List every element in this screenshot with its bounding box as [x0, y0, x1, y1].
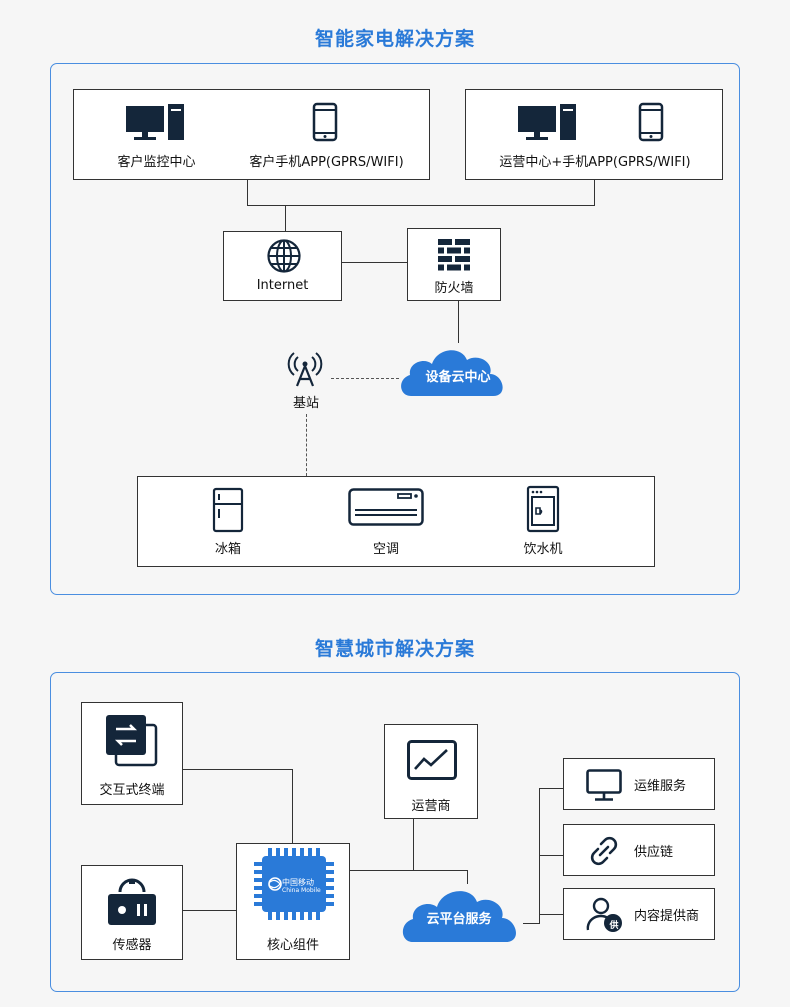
terminal-label: 交互式终端: [99, 783, 165, 798]
connector-line: [539, 914, 563, 915]
connector-line: [247, 180, 248, 205]
chip-icon: [254, 848, 334, 920]
mobile-phone-icon: [312, 102, 338, 142]
air-conditioner-icon: [348, 488, 424, 526]
chip-brand-cn: 中国移动: [282, 878, 314, 887]
chain-link-icon: [590, 836, 618, 866]
ac-label: 空调: [372, 542, 399, 557]
connector-line: [539, 855, 563, 856]
customer-group-box: 客户监控中心 客户手机APP(GPRS/WIFI): [73, 89, 430, 180]
internet-box: Internet: [223, 231, 342, 301]
operator-box: 运营商: [384, 724, 478, 819]
connector-line: [183, 910, 236, 911]
connector-line: [285, 205, 286, 231]
core-component-box: 中国移动 China Mobile 核心组件: [236, 843, 350, 960]
connector-line: [467, 870, 468, 884]
smart-city-title: 智慧城市解决方案: [314, 638, 475, 660]
refrigerator-icon: [212, 487, 244, 533]
sensor-box: 传感器: [81, 865, 183, 960]
desktop-computer-icon: [518, 104, 576, 140]
water-dispenser-icon: [526, 485, 560, 533]
connector-line: [413, 819, 414, 870]
desktop-computer-icon: [126, 104, 184, 140]
customer-monitor-label: 客户监控中心: [117, 155, 196, 170]
maintenance-box: 运维服务: [563, 758, 715, 810]
firewall-label: 防火墙: [434, 281, 474, 296]
supply-chain-label: 供应链: [634, 845, 674, 860]
wireless-link-line: [306, 414, 307, 476]
connector-line: [458, 301, 459, 343]
interactive-terminal-box: 交互式终端: [81, 702, 183, 805]
ops-group-box: 运营中心+手机APP(GPRS/WIFI): [465, 89, 723, 180]
connector-line: [292, 769, 293, 843]
fridge-label: 冰箱: [214, 542, 241, 557]
provider-badge-label: 供: [609, 921, 619, 931]
sensor-icon: [108, 878, 156, 925]
line-chart-icon: [407, 740, 457, 780]
smart-home-title: 智能家电解决方案: [314, 28, 475, 50]
user-provider-icon: [586, 897, 622, 932]
cloud-icon: [401, 350, 503, 396]
ops-app-label: 运营中心+手机APP(GPRS/WIFI): [499, 155, 691, 170]
connector-line: [539, 788, 540, 924]
firewall-box: 防火墙: [407, 228, 501, 301]
smart-home-panel: 客户监控中心 客户手机APP(GPRS/WIFI) 运营中心+手机APP(GPR…: [50, 63, 740, 595]
customer-app-label: 客户手机APP(GPRS/WIFI): [249, 155, 404, 170]
monitor-icon: [586, 769, 622, 801]
connector-line: [594, 180, 595, 205]
firewall-icon: [438, 239, 470, 271]
wireless-link-line: [331, 378, 399, 379]
internet-label: Internet: [256, 278, 309, 293]
content-provider-box: 供 内容提供商: [563, 888, 715, 940]
connector-line: [523, 923, 539, 924]
cloud-icon: [402, 891, 516, 942]
base-station-label: 基站: [292, 396, 319, 411]
content-provider-label: 内容提供商: [634, 909, 700, 924]
dispenser-label: 饮水机: [523, 542, 563, 557]
connector-line: [183, 769, 293, 770]
terminal-switch-icon: [106, 715, 158, 767]
cloud-platform-label: 云平台服务: [426, 912, 492, 927]
antenna-tower-icon: [287, 352, 323, 387]
connector-line: [539, 788, 563, 789]
appliance-group-box: 冰箱 空调 饮水机: [137, 476, 655, 567]
connector-line: [342, 262, 407, 263]
sensor-label: 传感器: [112, 938, 152, 953]
device-cloud-label: 设备云中心: [425, 370, 491, 385]
connector-line: [247, 205, 595, 206]
globe-icon: [267, 239, 301, 273]
supply-chain-box: 供应链: [563, 824, 715, 876]
maintenance-label: 运维服务: [634, 779, 687, 794]
mobile-phone-icon: [638, 102, 664, 142]
connector-line: [350, 870, 467, 871]
smart-city-panel: 交互式终端 传感器 中国移动 China Mobile 核: [50, 672, 740, 992]
operator-label: 运营商: [411, 799, 451, 814]
core-label: 核心组件: [266, 938, 319, 953]
chip-brand-en: China Mobile: [282, 887, 321, 894]
